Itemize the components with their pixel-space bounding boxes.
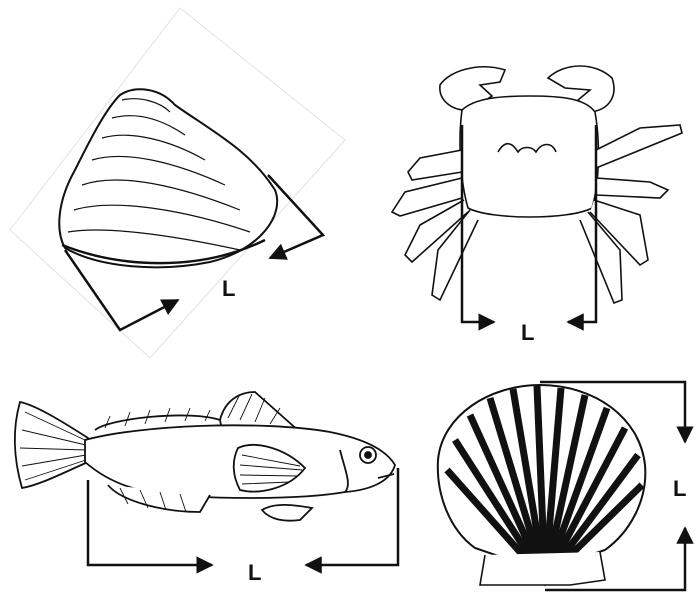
scallop-panel: L (438, 382, 687, 590)
goby-fish-icon (15, 392, 395, 521)
scallop-shell-icon (438, 385, 646, 585)
clam-shell-icon (59, 89, 277, 267)
fish-length-label: L (248, 560, 261, 585)
clam-length-label: L (222, 276, 235, 301)
crab-icon (392, 66, 682, 303)
crab-panel: L (392, 66, 682, 345)
scallop-length-label: L (673, 476, 686, 501)
crab-length-label: L (521, 320, 534, 345)
clam-panel: L (10, 8, 345, 358)
fish-panel: L (15, 392, 398, 585)
